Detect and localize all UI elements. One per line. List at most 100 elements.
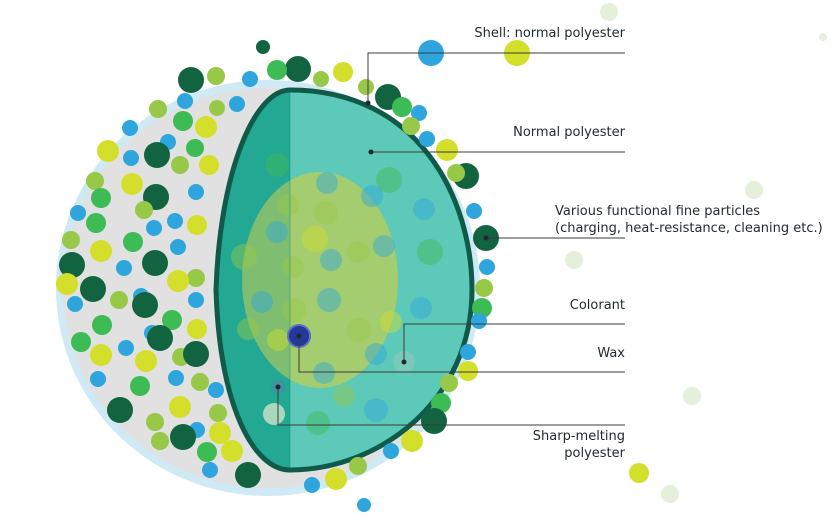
fine-particle-34 bbox=[62, 231, 80, 249]
fine-particle-26 bbox=[91, 188, 111, 208]
fine-particle-31 bbox=[70, 205, 86, 221]
fine-particle-56 bbox=[147, 325, 173, 351]
fine-particle-23 bbox=[86, 172, 104, 190]
fine-particle-64 bbox=[208, 382, 224, 398]
label-sharp-melting-line2: polyester bbox=[564, 446, 625, 461]
inner-particle-23 bbox=[361, 185, 383, 207]
fine-particle-55 bbox=[90, 344, 112, 366]
fine-particle-8 bbox=[177, 93, 193, 109]
inner-particle-22 bbox=[413, 198, 435, 220]
label-particles-line2: (charging, heat-resistance, cleaning etc… bbox=[555, 221, 823, 236]
label-wax: Wax bbox=[597, 346, 625, 361]
fine-particle-46 bbox=[67, 296, 83, 312]
fine-particle-38 bbox=[142, 250, 168, 276]
fine-particle-75 bbox=[202, 462, 218, 478]
fine-particle-36 bbox=[170, 239, 186, 255]
inner-particle-25 bbox=[314, 201, 338, 225]
label-shell: Shell: normal polyester bbox=[474, 26, 625, 41]
fine-particle-35 bbox=[90, 240, 112, 262]
surface-particle-3 bbox=[411, 105, 427, 121]
fine-particle-25 bbox=[188, 184, 204, 200]
fine-particle-45 bbox=[110, 291, 128, 309]
fine-particle-29 bbox=[187, 215, 207, 235]
inner-particle-14 bbox=[267, 329, 289, 351]
fine-particle-16 bbox=[186, 139, 204, 157]
fine-particle-14 bbox=[122, 120, 138, 136]
fine-particle-7 bbox=[313, 71, 329, 87]
label-particles-line1: Various functional fine particles bbox=[555, 204, 761, 219]
fine-particle-68 bbox=[146, 413, 164, 431]
fine-particle-59 bbox=[183, 341, 209, 367]
inner-particle-4 bbox=[302, 226, 328, 252]
label-colorant: Colorant bbox=[569, 298, 625, 313]
fine-particle-66 bbox=[169, 396, 191, 418]
surface-particle-15 bbox=[460, 344, 476, 360]
inner-particle-13 bbox=[347, 318, 371, 342]
fine-particle-0 bbox=[256, 40, 270, 54]
surface-particle-2 bbox=[392, 97, 412, 117]
fine-particle-72 bbox=[151, 432, 169, 450]
inner-particle-7 bbox=[320, 249, 342, 271]
inner-particle-3 bbox=[266, 221, 288, 243]
fine-particle-39 bbox=[116, 260, 132, 276]
fine-particle-22 bbox=[121, 173, 143, 195]
fine-particle-43 bbox=[167, 270, 189, 292]
surface-particle-8 bbox=[447, 164, 465, 182]
fine-particle-67 bbox=[209, 404, 227, 422]
inner-particle-1 bbox=[316, 172, 338, 194]
inner-particle-21 bbox=[373, 235, 395, 257]
surface-particle-21 bbox=[383, 443, 399, 459]
fine-particle-50 bbox=[162, 310, 182, 330]
surface-particle-20 bbox=[401, 430, 423, 452]
fine-particle-41 bbox=[56, 273, 78, 295]
inner-particle-12 bbox=[237, 318, 259, 340]
fine-particle-33 bbox=[123, 232, 143, 252]
surface-particle-18 bbox=[431, 393, 451, 413]
fine-particle-48 bbox=[132, 292, 158, 318]
surface-particle-11 bbox=[479, 259, 495, 275]
shell-outline bbox=[213, 87, 475, 473]
surface-particle-6 bbox=[436, 139, 458, 161]
fine-particle-28 bbox=[167, 213, 183, 229]
surface-particle-19 bbox=[421, 408, 447, 434]
fine-particle-20 bbox=[199, 155, 219, 175]
fine-particle-11 bbox=[149, 100, 167, 118]
fine-particle-76 bbox=[235, 462, 261, 488]
inner-particle-11 bbox=[282, 298, 306, 322]
fine-particle-18 bbox=[144, 142, 170, 168]
fine-particle-6 bbox=[333, 62, 353, 82]
fine-particle-63 bbox=[191, 373, 209, 391]
fine-particle-4 bbox=[207, 67, 225, 85]
fine-particle-17 bbox=[97, 140, 119, 162]
inner-dispersed-particles bbox=[231, 153, 443, 435]
surface-particle-14 bbox=[471, 313, 487, 329]
fine-particles-front bbox=[304, 79, 499, 512]
fine-particle-1 bbox=[285, 56, 311, 82]
inner-particle-5 bbox=[231, 244, 257, 270]
inner-particle-6 bbox=[282, 256, 304, 278]
surface-particle-16 bbox=[458, 361, 478, 381]
surface-particle-5 bbox=[419, 131, 435, 147]
fine-particle-47 bbox=[188, 292, 204, 308]
surface-particle-12 bbox=[475, 279, 493, 297]
fine-particle-9 bbox=[209, 100, 225, 116]
surface-particle-13 bbox=[472, 298, 492, 318]
surface-particle-23 bbox=[325, 468, 347, 490]
inner-particle-27 bbox=[306, 411, 330, 435]
inner-particle-20 bbox=[417, 239, 443, 265]
surface-particle-24 bbox=[304, 477, 320, 493]
fine-particle-61 bbox=[130, 376, 150, 396]
surface-particle-22 bbox=[349, 457, 367, 475]
fine-particle-58 bbox=[135, 350, 157, 372]
fine-particle-73 bbox=[197, 442, 217, 462]
surface-particle-25 bbox=[357, 498, 371, 512]
leader-dots bbox=[275, 100, 489, 390]
fine-particle-32 bbox=[146, 220, 162, 236]
fine-particle-19 bbox=[123, 150, 139, 166]
fine-particle-49 bbox=[92, 315, 112, 335]
inner-particle-8 bbox=[347, 241, 369, 263]
fine-particle-5 bbox=[178, 67, 204, 93]
fine-particle-12 bbox=[195, 116, 217, 138]
